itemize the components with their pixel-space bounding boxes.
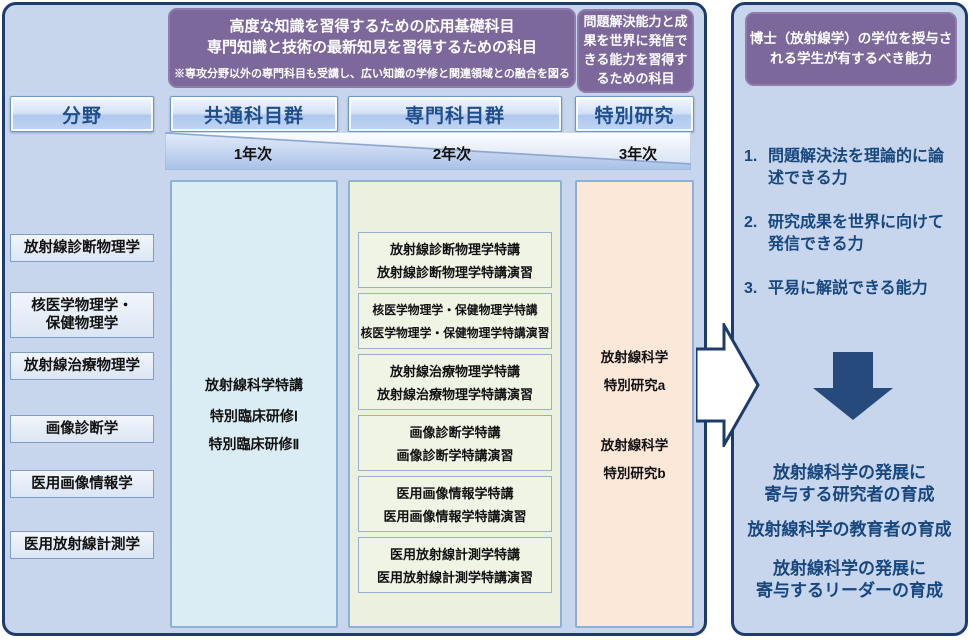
research-b-line2: 特別研究b	[603, 466, 666, 481]
field-nuclear-health-physics: 核医学物理学・ 保健物理学	[10, 292, 154, 338]
problem-solving-text: 問題解決能力と成果を世界に発信できる能力を習得するための科目	[583, 14, 688, 86]
outcome-researchers: 放射線科学の発展に 寄与する研究者の育成	[764, 463, 935, 505]
abilities-list: 1. 問題解決法を理論的に論 述できる力 2. 研究成果を世界に向けて 発信でき…	[744, 146, 956, 321]
research-b-line1: 放射線科学	[600, 438, 669, 453]
ability-item-3: 3. 平易に解説できる能力	[744, 278, 956, 300]
ability-item-2: 2. 研究成果を世界に向けて 発信できる力	[744, 212, 956, 257]
field-radiodiagnostic-physics: 放射線診断物理学	[10, 234, 154, 262]
specialized-box-radiation-metrology: 医用放射線計測学特講 医用放射線計測学特講演習	[358, 537, 552, 593]
outcome-educators: 放射線科学の教育者の育成	[747, 520, 952, 539]
course-label: 画像診断学特講演習	[396, 448, 514, 463]
specialized-box-nuclear-health: 核医学物理学・保健物理学特講 核医学物理学・保健物理学特講演習	[358, 293, 552, 349]
header-specialized-courses: 専門科目群	[348, 96, 562, 132]
year-timeline-band: 1年次 2年次 3年次	[165, 132, 691, 170]
course-label: 放射線診断物理学特講演習	[376, 265, 533, 280]
timeline-wedge-graphic	[165, 132, 691, 170]
year-3-label: 3年次	[618, 146, 658, 163]
specialized-box-radiotherapy: 放射線治療物理学特講 放射線治療物理学特講演習	[358, 354, 552, 410]
ability-text: 問題解決法を理論的に論 述できる力	[768, 148, 945, 188]
field-diagnostic-imaging: 画像診断学	[10, 415, 154, 443]
course-label: 核医学物理学・保健物理学特講演習	[360, 326, 550, 340]
header-field: 分野	[10, 96, 154, 132]
ability-number: 2.	[744, 213, 758, 231]
applied-subjects-text: 高度な知識を習得するための応用基礎科目 専門知識と技術の最新知見を習得するための…	[206, 17, 537, 56]
right-arrow-icon	[696, 323, 760, 447]
specialized-box-diagnostic-imaging: 画像診断学特講 画像診断学特講演習	[358, 415, 552, 471]
year-2-label: 2年次	[432, 146, 472, 163]
course-label: 放射線治療物理学特講	[389, 364, 520, 379]
course-label: 医用画像情報学特講演習	[383, 509, 527, 524]
degree-outcome-panel	[731, 2, 968, 636]
header-special-research: 特別研究	[575, 96, 694, 132]
applied-subjects-subnote: ※専攻分野以外の専門科目も受講し、広い知識の学修と関連領域との融合を図る	[174, 67, 570, 80]
header-common-courses: 共通科目群	[170, 96, 338, 132]
course-label: 画像診断学特講	[409, 425, 501, 440]
degree-abilities-title: 博士（放射線学）の学位を授与さ れる学生が有するべき能力	[745, 12, 957, 86]
specialized-box-radiodiagnostic: 放射線診断物理学特講 放射線診断物理学特講演習	[358, 232, 552, 288]
special-research-column: 放射線科学 特別研究a 放射線科学 特別研究b	[575, 180, 694, 628]
common-course-1: 放射線科学特講	[205, 377, 303, 393]
course-label: 核医学物理学・保健物理学特講	[372, 303, 538, 317]
ability-text: 研究成果を世界に向けて 発信できる力	[768, 213, 945, 254]
course-label: 医用画像情報学特講	[396, 486, 514, 501]
year-1-label: 1年次	[233, 146, 273, 163]
ability-number: 1.	[744, 148, 758, 165]
down-arrow-icon	[813, 352, 893, 420]
outcome-leaders: 放射線科学の発展に 寄与するリーダーの育成	[756, 559, 943, 601]
ability-text: 平易に解説できる能力	[768, 279, 928, 297]
field-medical-radiation-metrology: 医用放射線計測学	[10, 531, 154, 559]
problem-solving-note: 問題解決能力と成果を世界に発信できる能力を習得するための科目	[577, 9, 694, 93]
specialized-box-image-informatics: 医用画像情報学特講 医用画像情報学特講演習	[358, 476, 552, 532]
course-label: 医用放射線計測学特講演習	[376, 570, 533, 585]
common-course-3: 特別臨床研修Ⅱ	[208, 436, 300, 452]
course-label: 放射線診断物理学特講	[389, 242, 520, 257]
course-label: 放射線治療物理学特講演習	[376, 387, 533, 402]
ability-number: 3.	[744, 279, 758, 297]
research-a-line1: 放射線科学	[600, 350, 669, 365]
common-course-2: 特別臨床研修Ⅰ	[209, 408, 299, 424]
ability-item-1: 1. 問題解決法を理論的に論 述できる力	[744, 146, 956, 191]
degree-abilities-text: 博士（放射線学）の学位を授与さ れる学生が有するべき能力	[749, 30, 953, 66]
common-courses-column: 放射線科学特講 特別臨床研修Ⅰ 特別臨床研修Ⅱ	[170, 180, 338, 628]
field-radiotherapy-physics: 放射線治療物理学	[10, 352, 154, 380]
applied-subjects-note: 高度な知識を習得するための応用基礎科目 専門知識と技術の最新知見を習得するための…	[168, 8, 576, 88]
research-a-line2: 特別研究a	[603, 378, 666, 393]
field-medical-image-informatics: 医用画像情報学	[10, 470, 154, 498]
course-label: 医用放射線計測学特講	[389, 547, 520, 562]
